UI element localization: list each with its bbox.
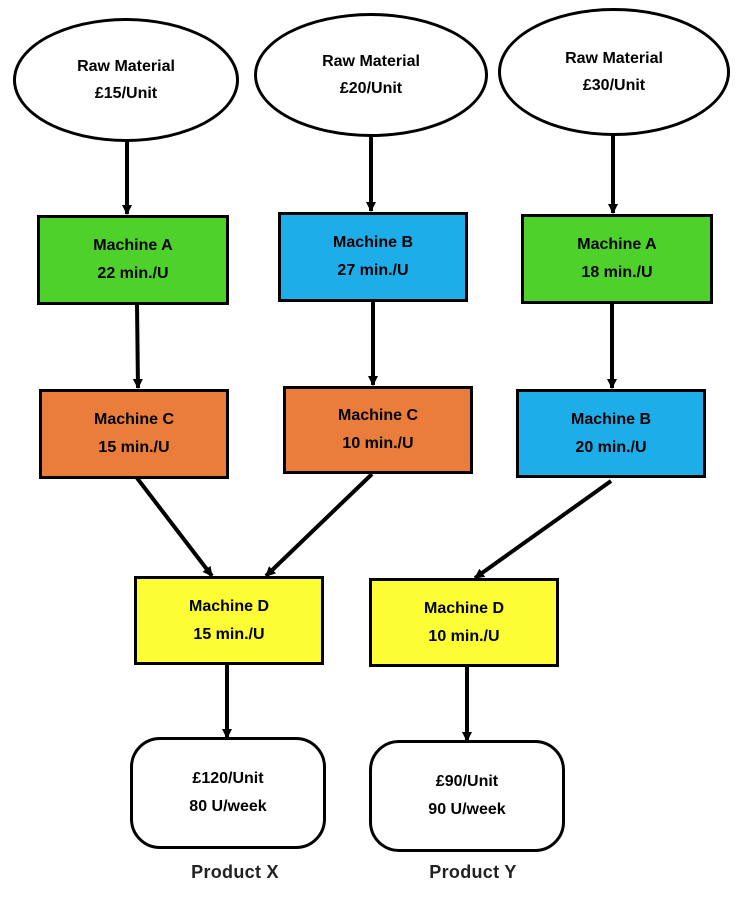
machine-d-left: Machine D 15 min./U xyxy=(134,576,324,665)
machine-name: Machine A xyxy=(577,236,657,253)
arrow-machine-a-to-machine-c xyxy=(132,303,143,389)
product-price: £90/Unit xyxy=(435,773,499,790)
arrow-machine-b-to-machine-d xyxy=(473,479,613,580)
arrow-machine-c-to-machine-d-left xyxy=(135,476,214,578)
machine-name: Machine C xyxy=(93,411,174,428)
machine-time: 22 min./U xyxy=(97,265,169,282)
raw-material-cost: £30/Unit xyxy=(582,77,646,94)
product-y-box: £90/Unit 90 U/week xyxy=(369,740,565,852)
machine-name: Machine D xyxy=(188,597,269,615)
machine-time: 15 min./U xyxy=(98,439,170,456)
machine-time: 15 min./U xyxy=(193,625,265,643)
machine-name: Machine C xyxy=(337,407,418,424)
machine-b-right: Machine B 20 min./U xyxy=(516,389,706,478)
raw-material-label: Raw Material xyxy=(322,53,420,70)
machine-time: 10 min./U xyxy=(428,627,500,645)
machine-name: Machine D xyxy=(423,599,504,617)
product-price: £120/Unit xyxy=(192,770,264,787)
machine-c-center: Machine C 10 min./U xyxy=(283,386,473,474)
raw-material-1: Raw Material £15/Unit xyxy=(13,18,239,142)
machine-name: Machine B xyxy=(332,234,413,251)
raw-material-cost: £15/Unit xyxy=(94,85,158,102)
raw-material-2: Raw Material £20/Unit xyxy=(254,13,488,137)
machine-name: Machine A xyxy=(93,237,173,254)
machine-c-left: Machine C 15 min./U xyxy=(39,389,229,479)
raw-material-3: Raw Material £30/Unit xyxy=(498,8,730,136)
machine-b-center: Machine B 27 min./U xyxy=(278,212,468,302)
machine-a-right: Machine A 18 min./U xyxy=(521,214,713,304)
raw-material-label: Raw Material xyxy=(565,50,663,67)
machine-time: 27 min./U xyxy=(337,262,409,279)
product-y-label: Product Y xyxy=(429,862,517,882)
machine-d-right: Machine D 10 min./U xyxy=(369,578,559,667)
machine-name: Machine B xyxy=(570,410,651,428)
machine-time: 20 min./U xyxy=(575,438,647,456)
raw-material-label: Raw Material xyxy=(77,58,175,75)
product-demand: 90 U/week xyxy=(428,801,506,818)
raw-material-cost: £20/Unit xyxy=(339,80,403,97)
machine-a-left: Machine A 22 min./U xyxy=(37,215,229,305)
product-demand: 80 U/week xyxy=(189,798,267,815)
product-x-label: Product X xyxy=(191,862,279,882)
machine-time: 10 min./U xyxy=(342,435,414,452)
arrow-machine-c-to-machine-d-right xyxy=(264,472,374,578)
product-x-box: £120/Unit 80 U/week xyxy=(130,737,326,849)
machine-time: 18 min./U xyxy=(581,264,653,281)
